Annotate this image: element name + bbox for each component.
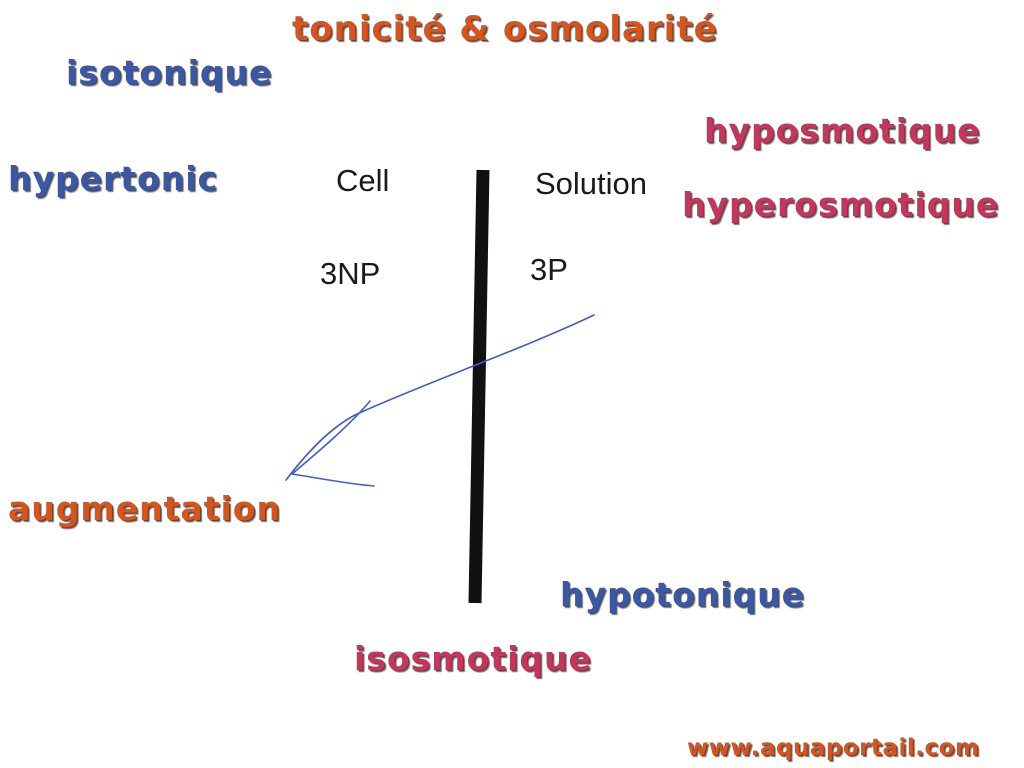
website-link[interactable]: www.aquaportail.com	[687, 735, 980, 761]
term-hyperosmotique: hyperosmotique	[682, 185, 1000, 224]
term-hypertonic: hypertonic	[8, 159, 219, 198]
arrow-head	[291, 400, 375, 487]
solution-concentration: 3P	[530, 252, 568, 287]
cell-label: Cell	[336, 163, 390, 198]
term-hyposmotique: hyposmotique	[704, 111, 981, 150]
arrow-shaft	[285, 314, 595, 481]
cell-concentration: 3NP	[320, 256, 381, 291]
term-isosmotique: isosmotique	[354, 639, 592, 678]
solution-label: Solution	[535, 166, 648, 201]
hand-drawn-arrow-icon	[285, 314, 595, 487]
term-isotonique: isotonique	[66, 53, 273, 92]
term-hypotonique: hypotonique	[560, 575, 806, 614]
page-title: tonicité & osmolarité	[292, 9, 718, 49]
term-augmentation: augmentation	[8, 489, 281, 528]
membrane-line	[468, 169, 490, 604]
